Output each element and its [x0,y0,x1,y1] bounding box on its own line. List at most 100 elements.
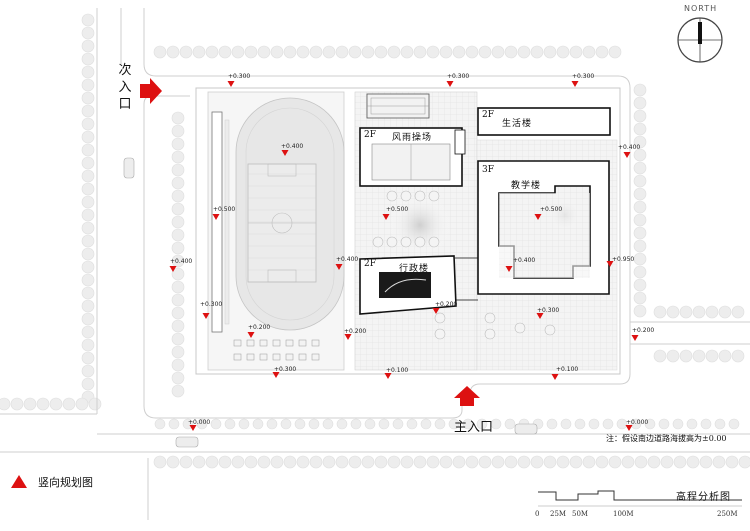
elevation-label: +0.400 [513,257,536,264]
tree [517,455,531,469]
tree [413,455,427,469]
compass-label: NORTH [684,4,718,13]
tree [672,418,684,430]
elevation-label: +0.400 [336,256,359,263]
elevation-marker-icon [169,266,177,272]
tree [633,252,647,266]
tree [439,45,453,59]
tree [81,156,95,170]
tree [153,455,167,469]
plaza-tree [386,236,398,248]
datum-note: 注：假设南边道路海拔高为±0.00 [606,434,727,443]
tree [491,455,505,469]
tree [686,455,700,469]
tree [621,455,635,469]
tree [476,418,488,430]
tree [10,397,24,411]
tree [569,45,583,59]
tree [296,455,310,469]
tree [439,455,453,469]
tree [630,418,642,430]
tree [530,45,544,59]
scale-tick: 100M [613,510,634,518]
tree [465,455,479,469]
elevation-label: +0.500 [540,206,563,213]
elevation-label: +0.000 [626,419,649,426]
tree [361,455,375,469]
tree [294,418,306,430]
admin-name: 行政楼 [399,264,430,274]
tree [81,299,95,313]
tree [633,226,647,240]
tree [633,148,647,162]
tree [400,455,414,469]
elevation-marker-icon [536,313,544,319]
tree [546,418,558,430]
tree [725,455,739,469]
elevation-marker-icon [212,214,220,220]
tree [81,182,95,196]
tree [171,189,185,203]
compass [677,17,723,63]
scale-tick: 250M [717,510,738,518]
legend-triangle-icon [11,475,27,488]
tree [171,137,185,151]
elevation-marker-icon [335,264,343,270]
tree [712,455,726,469]
tree [560,418,572,430]
elevation-label: +0.950 [612,256,635,263]
scale-tick: 25M [550,510,567,518]
tree [244,45,258,59]
tree [81,195,95,209]
tree [81,351,95,365]
tree [171,163,185,177]
tree [633,291,647,305]
tree [171,150,185,164]
tree [335,45,349,59]
tree [504,455,518,469]
tree [81,52,95,66]
tree [270,45,284,59]
tree [81,273,95,287]
tree [336,418,348,430]
tree [634,455,648,469]
tree [647,455,661,469]
tree [81,247,95,261]
tree [556,455,570,469]
legend-label: 竖向规划图 [38,476,93,489]
tree [517,45,531,59]
tree [179,455,193,469]
tree [81,338,95,352]
elevation-label: +0.300 [447,73,470,80]
rain-court-floors: 2F [364,130,376,140]
tree [699,455,713,469]
tree [633,213,647,227]
elevation-marker-icon [446,81,454,87]
plaza-tree [434,328,446,340]
tree [257,455,271,469]
tree [218,455,232,469]
court [285,339,294,347]
elevation-label: +0.500 [386,206,409,213]
tree [81,143,95,157]
rain-court-name: 风雨操场 [392,133,433,143]
tree [633,161,647,175]
elevation-marker-icon [551,374,559,380]
tree [231,455,245,469]
tree [49,397,63,411]
plaza-tree [484,328,496,340]
tree [171,319,185,333]
scale-tick: 0 [535,510,540,518]
elevation-marker-icon [202,313,210,319]
diagram-title: 高程分析图 [676,492,731,503]
tree [171,241,185,255]
court [311,339,320,347]
scale-tick: 50M [572,510,589,518]
tree [452,455,466,469]
court [233,353,242,361]
plaza-tree [386,190,398,202]
tree [179,45,193,59]
tree [666,349,680,363]
